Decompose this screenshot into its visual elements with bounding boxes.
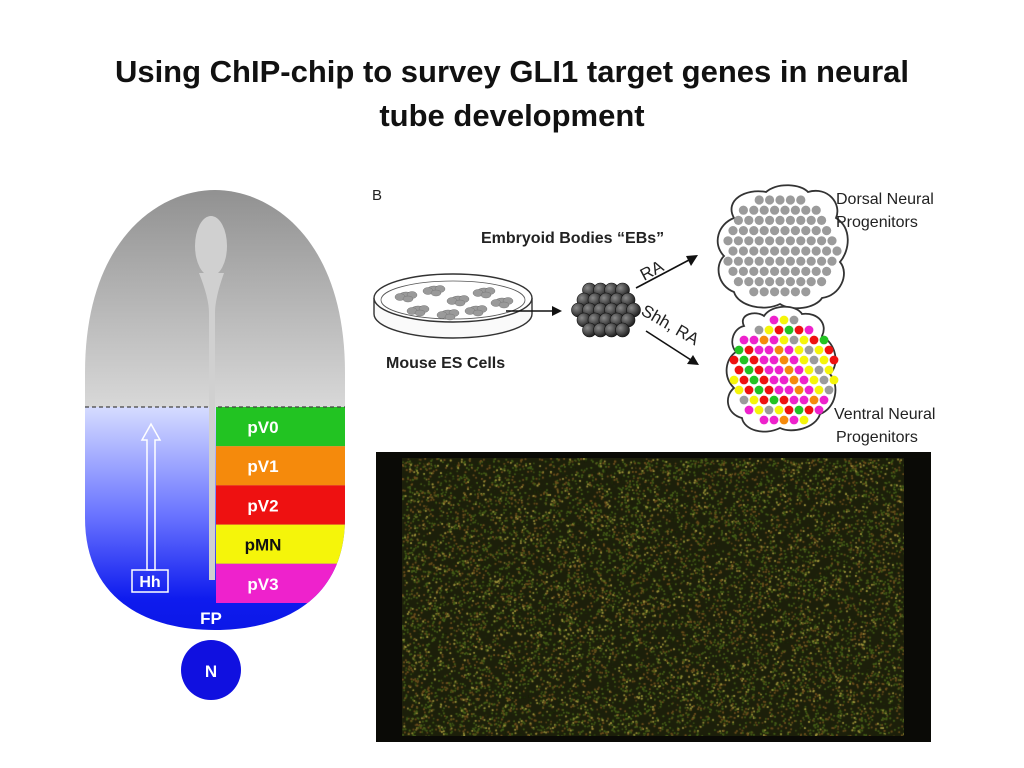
shh-ra-arrow-icon <box>645 330 699 365</box>
ra-arrow-icon <box>635 255 698 289</box>
dorsal-progenitor-cluster <box>716 184 849 310</box>
ventral-progenitor-cluster <box>725 305 839 433</box>
hh-label: Hh <box>139 574 160 591</box>
domain-label: pV1 <box>247 457 278 476</box>
embryoid-body-cluster <box>571 282 641 338</box>
es-cell-cluster <box>472 287 496 299</box>
es-cell-cluster <box>490 297 514 309</box>
domain-pv2: pV2 <box>216 485 345 525</box>
neural-tube-diagram: pV0 pV1 pV2 pMN pV3 Hh FP N <box>85 190 345 700</box>
floor-plate-label: FP <box>200 609 222 628</box>
notochord-circle <box>181 640 241 700</box>
domain-pv1: pV1 <box>216 446 345 486</box>
es-cell-cluster <box>422 285 446 297</box>
arrow-to-eb-icon <box>506 306 562 316</box>
es-cell-cluster <box>394 291 418 303</box>
slide-title-line-2: tube development <box>379 98 645 133</box>
domain-pv0: pV0 <box>216 407 345 447</box>
embryoid-bodies-label: Embryoid Bodies “EBs” <box>481 230 664 247</box>
domain-label: pV0 <box>247 418 278 437</box>
mouse-es-cells-label: Mouse ES Cells <box>386 355 505 372</box>
notochord-label: N <box>205 662 217 681</box>
es-cell-cluster <box>436 309 460 321</box>
ra-label: RA <box>637 256 667 284</box>
es-cell-clusters <box>394 285 514 321</box>
slide-title-line-1: Using ChIP-chip to survey GLI1 target ge… <box>114 54 910 89</box>
hh-arrow-icon <box>140 422 162 571</box>
neural-lumen <box>195 216 227 276</box>
hh-label-box <box>131 569 169 593</box>
panel-b-letter: B <box>372 187 382 204</box>
es-cell-cluster <box>406 305 430 317</box>
panel-b-diagram: B Embryoid Bodies “EBs” Mouse ES Cells R… <box>372 184 935 446</box>
petri-dish-icon <box>373 273 533 339</box>
shh-ra-label: Shh, RA <box>638 301 703 349</box>
neural-canal <box>199 273 224 580</box>
ventral-label-line-1: Ventral Neural <box>834 406 935 423</box>
slide-title: Using ChIP-chip to survey GLI1 target ge… <box>40 50 984 138</box>
microarray-spots <box>402 458 904 736</box>
domain-pmn: pMN <box>216 524 345 564</box>
dorsal-label-line-2: Progenitors <box>836 214 918 231</box>
dorsal-label-line-1: Dorsal Neural <box>836 191 934 208</box>
domain-label: pV2 <box>247 496 278 515</box>
es-cell-cluster <box>446 295 470 307</box>
domain-label: pMN <box>245 536 282 555</box>
domain-label: pV3 <box>247 575 278 594</box>
ventral-label-line-2: Progenitors <box>836 429 918 446</box>
microarray-scan-image <box>376 452 931 742</box>
domain-pv3: pV3 <box>216 563 345 603</box>
es-cell-cluster <box>464 305 488 317</box>
